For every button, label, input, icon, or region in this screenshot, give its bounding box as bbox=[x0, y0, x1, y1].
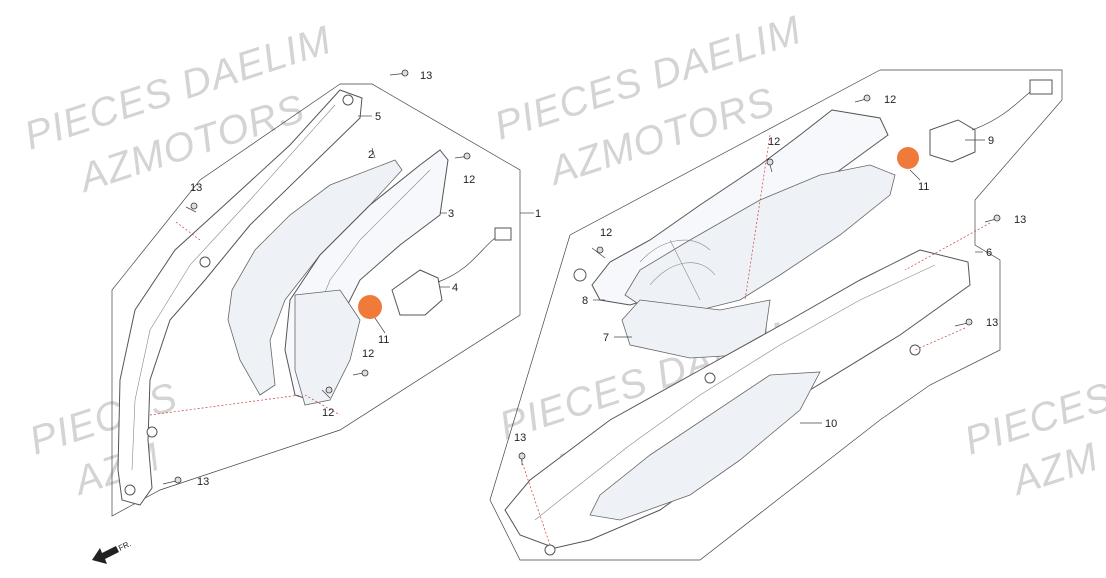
left-frame-cover bbox=[117, 89, 363, 506]
left-wire bbox=[437, 237, 496, 283]
callout-number: 6 bbox=[986, 247, 992, 259]
callout-number: 12 bbox=[600, 227, 612, 239]
right-bulb bbox=[897, 147, 919, 169]
screw-icon bbox=[591, 246, 606, 259]
left-frame-hole bbox=[342, 94, 354, 106]
callout-number: 12 bbox=[362, 348, 374, 360]
callout-number: 7 bbox=[603, 332, 609, 344]
callout-number: 13 bbox=[190, 182, 202, 194]
callout-number: 13 bbox=[514, 432, 526, 444]
callout-number: 9 bbox=[988, 135, 994, 147]
callout-number: 12 bbox=[768, 136, 780, 148]
right-cover-inner bbox=[534, 264, 936, 521]
right-assembly-outline bbox=[489, 69, 1063, 561]
leader-line bbox=[374, 317, 386, 334]
screw-icon bbox=[321, 386, 333, 399]
callout-number: 10 bbox=[825, 418, 837, 430]
left-bulb bbox=[358, 295, 382, 319]
right-wire bbox=[971, 91, 1031, 131]
right-cover-hole bbox=[909, 344, 921, 356]
right-cover-hole bbox=[544, 544, 556, 556]
left-frame-hole bbox=[199, 256, 211, 268]
screw-icon bbox=[984, 214, 1001, 223]
callout-number: 8 bbox=[582, 295, 588, 307]
callout-number: 13 bbox=[986, 317, 998, 329]
leader-dash bbox=[304, 394, 341, 416]
leader-line bbox=[371, 147, 376, 159]
callout-number: 12 bbox=[884, 94, 896, 106]
screw-icon bbox=[854, 94, 871, 103]
right-socket bbox=[929, 119, 976, 163]
callout-number: 13 bbox=[197, 476, 209, 488]
leader-dash bbox=[914, 327, 966, 351]
callout-number: 13 bbox=[420, 70, 432, 82]
screw-icon bbox=[766, 157, 774, 173]
callout-number: 2 bbox=[368, 149, 374, 161]
screw-icon bbox=[954, 318, 973, 327]
callout-number: 11 bbox=[378, 334, 389, 346]
screw-icon bbox=[162, 476, 182, 485]
right-lens-grid bbox=[639, 239, 716, 301]
left-assembly-outline bbox=[111, 83, 521, 517]
right-cover-hole bbox=[704, 372, 716, 384]
leader-dash bbox=[904, 222, 991, 271]
screw-icon bbox=[389, 69, 409, 77]
callout-number: 12 bbox=[322, 407, 334, 419]
screw-icon bbox=[454, 152, 471, 160]
right-assembly: 12 12 9 11 13 12 6 8 13 7 10 13 bbox=[489, 69, 1063, 561]
screw-icon bbox=[185, 202, 198, 213]
leader-dash bbox=[175, 221, 201, 241]
front-direction-arrow-icon bbox=[92, 546, 119, 564]
left-connector bbox=[494, 227, 512, 241]
right-connector bbox=[1029, 79, 1053, 95]
left-frame-hole bbox=[124, 484, 136, 496]
right-cover-window bbox=[589, 371, 821, 521]
left-socket bbox=[391, 269, 443, 316]
left-frame-inner bbox=[131, 104, 336, 471]
left-frame-hole bbox=[146, 426, 158, 438]
callout-number: 12 bbox=[463, 174, 475, 186]
leader-line bbox=[909, 169, 921, 181]
leader-dash bbox=[149, 394, 301, 416]
left-assembly: 13 5 2 12 13 3 1 4 11 12 12 13 bbox=[111, 69, 541, 517]
direction-label: FR. bbox=[117, 539, 132, 553]
callout-number: 1 bbox=[535, 208, 541, 220]
screw-icon bbox=[518, 452, 526, 465]
left-lens bbox=[294, 289, 361, 406]
callout-number: 5 bbox=[375, 111, 381, 123]
callout-number: 11 bbox=[918, 181, 929, 193]
callout-number: 4 bbox=[452, 282, 458, 294]
callout-number: 3 bbox=[448, 208, 454, 220]
screw-icon bbox=[352, 369, 369, 377]
callout-number: 13 bbox=[1014, 214, 1026, 226]
right-mount-ear bbox=[573, 268, 587, 282]
